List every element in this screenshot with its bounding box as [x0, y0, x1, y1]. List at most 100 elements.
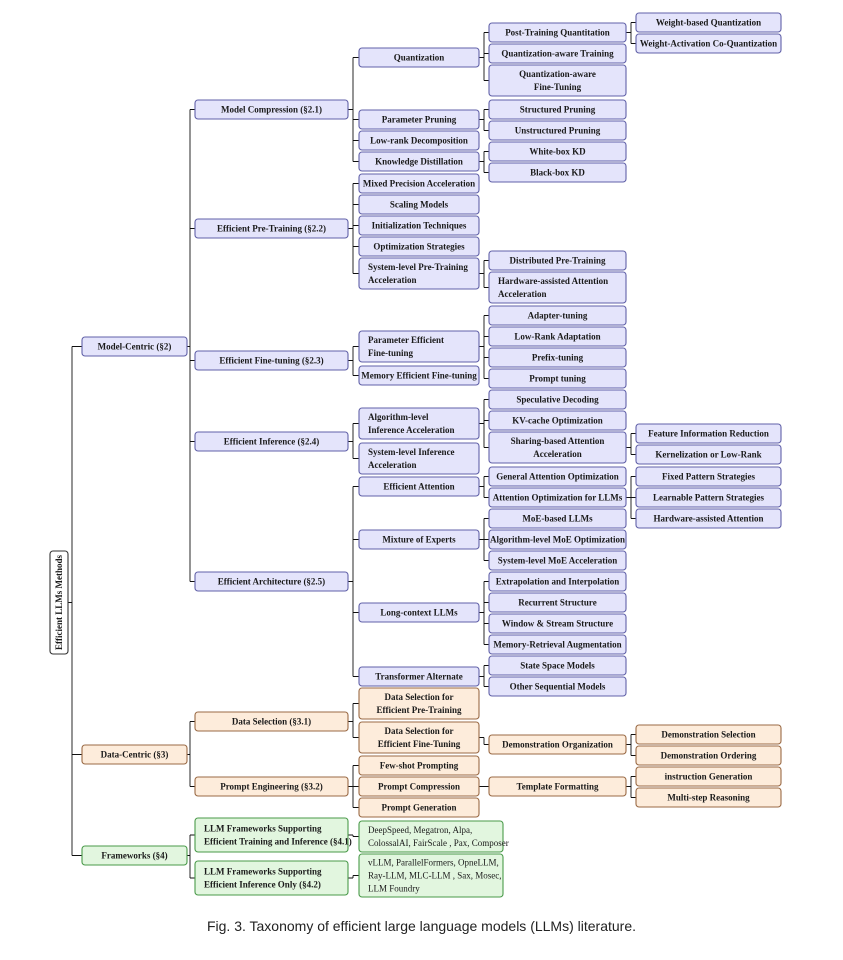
quantization-aware-training-box: [488, 43, 627, 64]
efficient-inference-label: Efficient Inference (§2.4): [224, 437, 320, 447]
edge-data-selection-finetuning: [479, 737, 489, 745]
recurrent-structure: Recurrent Structure: [488, 592, 627, 613]
prompt-engineering: Prompt Engineering (§3.2): [194, 776, 349, 797]
edge-mixture-of-experts: [479, 518, 489, 561]
low-rank-adaptation-box: [488, 326, 627, 347]
system-level-inference-label-line-2: Acceleration: [368, 460, 416, 470]
learnable-pattern-strategies-label: Learnable Pattern Strategies: [653, 493, 764, 503]
instruction-generation-label: instruction Generation: [665, 772, 753, 782]
weight-based-quantization: Weight-based Quantization: [635, 12, 782, 33]
parameter-pruning: Parameter Pruning: [358, 109, 480, 130]
weight-based-quantization-label: Weight-based Quantization: [656, 18, 761, 28]
efficient-finetuning-label: Efficient Fine-tuning (§2.3): [219, 356, 323, 366]
edge-model-compression: [348, 57, 359, 162]
other-sequential-models: Other Sequential Models: [488, 676, 627, 697]
few-shot-prompting: Few-shot Prompting: [358, 755, 480, 776]
prefix-tuning: Prefix-tuning: [488, 347, 627, 368]
tree-edges: [68, 22, 636, 879]
low-rank-adaptation-label: Low-Rank Adaptation: [514, 332, 600, 342]
hardware-assisted-attention-label: Hardware-assisted Attention: [653, 514, 763, 524]
transformer-alternate-box: [358, 666, 480, 687]
edge-fw-inference-only: [348, 875, 359, 879]
instruction-generation-box: [635, 766, 782, 787]
edge-template-formatting: [626, 776, 636, 798]
data-selection-box: [194, 711, 349, 732]
data-selection-pretraining-label-line-2: Efficient Pre-Training: [377, 705, 462, 715]
fw-inference-only-box: [194, 860, 349, 896]
root-box: [49, 550, 69, 655]
edge-sharing-based-attention: [626, 433, 636, 455]
parameter-efficient-finetuning-box: [358, 330, 480, 363]
prompt-tuning-label: Prompt tuning: [529, 374, 586, 384]
optimization-strategies-box: [358, 236, 480, 257]
prompt-tuning: Prompt tuning: [488, 368, 627, 389]
knowledge-distillation: Knowledge Distillation: [358, 151, 480, 172]
moe-based-llms-label: MoE-based LLMs: [522, 514, 593, 524]
sharing-based-attention-box: [488, 431, 627, 464]
unstructured-pruning: Unstructured Pruning: [488, 120, 627, 141]
quantization: Quantization: [358, 47, 480, 68]
edge-post-training-quantitation: [626, 22, 636, 44]
efficient-pretraining-box: [194, 218, 349, 239]
edge-model-centric: [187, 109, 195, 582]
kv-cache-optimization-label: KV-cache Optimization: [512, 416, 603, 426]
edge-efficient-architecture: [348, 486, 359, 677]
demonstration-organization-box: [488, 734, 627, 755]
system-level-pretraining-label-line-2: Acceleration: [368, 275, 416, 285]
prompt-generation: Prompt Generation: [358, 797, 480, 818]
efficient-inference-box: [194, 431, 349, 452]
mixture-of-experts: Mixture of Experts: [358, 529, 480, 550]
quantization-aware-finetuning-box: [488, 64, 627, 97]
efficient-pretraining: Efficient Pre-Training (§2.2): [194, 218, 349, 239]
optimization-strategies: Optimization Strategies: [358, 236, 480, 257]
speculative-decoding: Speculative Decoding: [488, 389, 627, 410]
multi-step-reasoning: Multi-step Reasoning: [635, 787, 782, 808]
other-sequential-models-box: [488, 676, 627, 697]
edge-efficient-inference: [348, 423, 359, 459]
edge-prompt-engineering: [348, 765, 359, 808]
memory-efficient-finetuning-label: Memory Efficient Fine-tuning: [361, 371, 477, 381]
quantization-aware-training: Quantization-aware Training: [488, 43, 627, 64]
demonstration-selection-label: Demonstration Selection: [661, 730, 755, 740]
training-inference-frameworks-list-label-line-2: ColossalAI, FairScale , Pax, Composer: [368, 838, 509, 848]
recurrent-structure-label: Recurrent Structure: [518, 598, 596, 608]
demonstration-organization-label: Demonstration Organization: [502, 740, 613, 750]
post-training-quantitation-box: [488, 22, 627, 43]
data-selection: Data Selection (§3.1): [194, 711, 349, 732]
prompt-generation-box: [358, 797, 480, 818]
data-selection-pretraining-box: [358, 687, 480, 720]
fixed-pattern-strategies: Fixed Pattern Strategies: [635, 466, 782, 487]
demonstration-organization: Demonstration Organization: [488, 734, 627, 755]
transformer-alternate-label: Transformer Alternate: [375, 672, 462, 682]
learnable-pattern-strategies: Learnable Pattern Strategies: [635, 487, 782, 508]
low-rank-decomposition: Low-rank Decomposition: [358, 130, 480, 151]
parameter-pruning-label: Parameter Pruning: [382, 115, 457, 125]
data-selection-label: Data Selection (§3.1): [232, 717, 311, 727]
kv-cache-optimization: KV-cache Optimization: [488, 410, 627, 431]
kv-cache-optimization-box: [488, 410, 627, 431]
demonstration-selection-box: [635, 724, 782, 745]
extrapolation-interpolation-box: [488, 571, 627, 592]
feature-information-reduction: Feature Information Reduction: [635, 423, 782, 444]
hardware-attention-acceleration-label-line-1: Hardware-assisted Attention: [498, 276, 608, 286]
memory-retrieval-augmentation: Memory-Retrieval Augmentation: [488, 634, 627, 655]
state-space-models-box: [488, 655, 627, 676]
demonstration-ordering: Demonstration Ordering: [635, 745, 782, 766]
low-rank-decomposition-label: Low-rank Decomposition: [370, 136, 468, 146]
memory-efficient-finetuning-box: [358, 365, 480, 386]
system-level-moe-label: System-level MoE Acceleration: [498, 556, 617, 566]
scaling-models-box: [358, 194, 480, 215]
quantization-aware-finetuning-label-line-1: Quantization-aware: [519, 69, 596, 79]
edge-demonstration-organization: [626, 734, 636, 756]
prompt-compression-label: Prompt Compression: [378, 782, 460, 792]
frameworks: Frameworks (§4): [81, 845, 188, 866]
moe-based-llms-box: [488, 508, 627, 529]
data-selection-pretraining-label-line-1: Data Selection for: [385, 692, 454, 702]
efficient-architecture: Efficient Architecture (§2.5): [194, 571, 349, 592]
